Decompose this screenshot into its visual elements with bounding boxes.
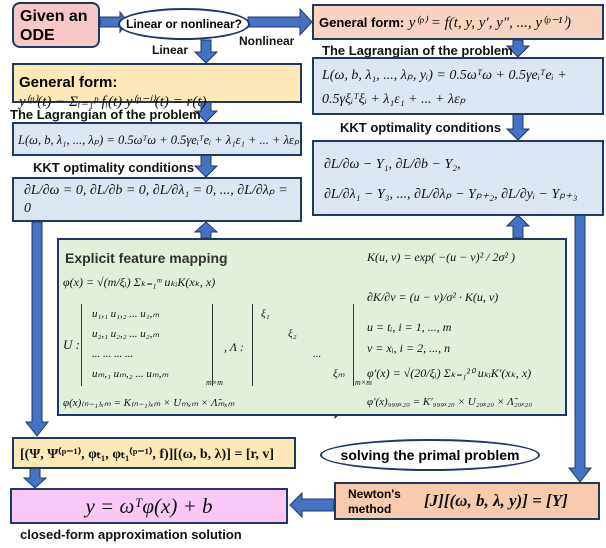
u-row: ... ... ... ...	[92, 348, 134, 360]
phi-matrix-formula: φ(x)₍ₙ₋₁₎ₓₘ = K₍ₙ₋₁₎ₓₘ × Uₘₓₘ × Λ̃ₘₓₘ	[63, 397, 235, 409]
nl-lagrangian-box: L(ω, b, λ₁, ..., λₚ, yᵢ) = 0.5ωᵀω + 0.5γ…	[312, 57, 604, 115]
nl-lagrangian-line1: L(ω, b, λ₁, ..., λₚ, yᵢ) = 0.5ωᵀω + 0.5γ…	[322, 68, 567, 83]
linear-system-formula: [(Ψ, Ψ⁽ᵖ⁻¹⁾, φₜ₁, φₜ₁⁽ᵖ⁻¹⁾, f)][(ω, b, λ…	[20, 447, 275, 462]
arrow-up-feature-right	[505, 214, 531, 239]
nl-general-form-formula: y⁽ᵖ⁾ = f(t, y, y′, y″, ..., y⁽ᵖ⁻¹⁾)	[408, 15, 572, 31]
lambda-label: , Λ :	[224, 340, 244, 354]
linear-kkt-box: ∂L/∂ω = 0, ∂L/∂b = 0, ∂L/∂λ₁ = 0, ..., ∂…	[12, 177, 302, 222]
given-ode-box: Given an ODE	[12, 2, 100, 48]
newton-label: Newton's method	[348, 487, 401, 516]
general-form-formula: y⁽ᵖ⁾(t) − Σᵢ₌₁ᵖ fᵢ(t) y⁽ᵖ⁻ⁱ⁾(t) = r(t)	[19, 94, 207, 110]
lambda-entry: ξ₁	[261, 308, 270, 320]
kernel-derivative: ∂K/∂v = (u − v)/σ² · K(u, v)	[367, 290, 499, 304]
solution-caption: closed-form approximation solution	[20, 527, 242, 542]
arrow-down-linear	[193, 39, 219, 64]
given-ode-label: Given an ODE	[20, 8, 88, 44]
lambda-entry: ...	[313, 348, 322, 360]
v-definition: v = xᵢ, i = 2, ..., n	[367, 341, 451, 355]
nl-kkt-title: KKT optimality conditions	[340, 120, 502, 135]
arrow-down-lagrangian	[193, 101, 219, 123]
kernel-formula: K(u, v) = exp( −(u − v)² / 2σ² )	[367, 250, 516, 264]
arrow-down-right-long	[567, 214, 593, 483]
linear-lagrangian-box: L(ω, b, λ₁, ..., λₚ) = 0.5ωᵀω + 0.5γeᵢᵀe…	[12, 122, 302, 156]
decision-ellipse: Linear or nonlinear?	[118, 8, 250, 40]
lambda-subscript: m×m	[355, 378, 372, 387]
arrow-down-nl-lagrangian	[505, 39, 531, 58]
newton-formula: [J][(ω, b, λ, y)] = [Y]	[424, 491, 568, 510]
nl-lagrangian-title: The Lagrangian of the problem	[322, 43, 513, 58]
u-row: uₘ,₁ uₘ,₂ ... uₘ,ₘ	[92, 368, 169, 380]
linear-kkt-title: KKT optimality conditions	[33, 160, 195, 175]
u-row: u₁,₁ u₁,₂ ... u₁,ₘ	[92, 308, 160, 320]
nl-general-form-label: General form:	[319, 15, 405, 30]
u-matrix: u₁,₁ u₁,₂ ... u₁,ₘ u₂,₁ u₂,₂ ... u₂,ₘ ..…	[81, 304, 213, 386]
feature-mapping-box: Explicit feature mapping φ(x) = √(m/ξᵢ) …	[57, 238, 567, 416]
arrow-left-newton	[289, 491, 335, 519]
linear-system-box: [(Ψ, Ψ⁽ᵖ⁻¹⁾, φₜ₁, φₜ₁⁽ᵖ⁻¹⁾, f)][(ω, b, λ…	[12, 437, 296, 469]
primal-label: solving the primal problem	[340, 447, 520, 463]
phi-prime-matrix: φ′(x)₉₉₉ₓ₂₀ = K′₉₉₉ₓ₂₀ × U₂₀ₓ₂₀ × Λ̃₂₀ₓ₂…	[367, 396, 533, 408]
linear-kkt-formula: ∂L/∂ω = 0, ∂L/∂b = 0, ∂L/∂λ₁ = 0, ..., ∂…	[24, 183, 288, 216]
u-label: U :	[63, 337, 80, 352]
arrow-down-to-solution	[22, 467, 48, 489]
general-form-label: General form:	[19, 74, 118, 91]
phi-formula: φ(x) = √(m/ξᵢ) Σₖ₌₁ᵐ uₖᵢK(xₖ, x)	[63, 275, 216, 289]
u-subscript: m×m	[206, 378, 223, 387]
linear-label: Linear	[152, 43, 189, 57]
nl-kkt-box: ∂L/∂ω − Y₁, ∂L/∂b − Y₂, ∂L/∂λ₁ − Y₃, ...…	[312, 140, 604, 216]
nl-kkt-line2: ∂L/∂λ₁ − Y₃, ..., ∂L/∂λₚ − Yₚ₊₂, ∂L/∂yᵢ …	[324, 187, 578, 202]
nl-lagrangian-line2: 0.5γξᵢᵀξᵢ + λ₁ε₁ + ... + λεₚ	[322, 92, 466, 107]
linear-lagrangian-title: The Lagrangian of the problem	[10, 107, 201, 122]
solution-formula: y = ωᵀφ(x) + b	[85, 494, 213, 518]
arrow-right-nonlinear	[247, 7, 313, 37]
newton-box: Newton's method [J][(ω, b, λ, y)] = [Y]	[334, 482, 600, 520]
arrow-up-feature-left	[193, 221, 219, 239]
linear-general-form-box: General form: y⁽ᵖ⁾(t) − Σᵢ₌₁ᵖ fᵢ(t) y⁽ᵖ⁻…	[12, 63, 302, 110]
arrow-down-nl-kkt	[505, 113, 531, 141]
u-definition: u = tᵢ, i = 1, ..., m	[367, 320, 452, 334]
nonlinear-label: Nonlinear	[239, 34, 295, 48]
nonlinear-general-form-box: General form: y⁽ᵖ⁾ = f(t, y, y′, y″, ...…	[312, 4, 604, 40]
arrow-down-kkt	[193, 154, 219, 178]
nl-kkt-line1: ∂L/∂ω − Y₁, ∂L/∂b − Y₂,	[324, 157, 461, 172]
decision-label: Linear or nonlinear?	[125, 17, 242, 31]
feature-title: Explicit feature mapping	[65, 250, 228, 266]
phi-prime-formula: φ′(x) = √(20/ξᵢ) Σₖ₌₁²⁰ uₖᵢK′(xₖ, x)	[367, 366, 532, 380]
primal-ellipse: solving the primal problem	[320, 439, 540, 471]
u-row: u₂,₁ u₂,₂ ... u₂,ₘ	[92, 328, 160, 340]
solution-box: y = ωᵀφ(x) + b	[10, 488, 288, 524]
lambda-entry: ξₘ	[333, 368, 345, 380]
lambda-matrix: ξ₁ ξ₂ ... ξₘ	[252, 304, 354, 386]
linear-lagrangian-formula: L(ω, b, λ₁, ..., λₚ) = 0.5ωᵀω + 0.5γeᵢᵀe…	[18, 133, 300, 147]
lambda-entry: ξ₂	[288, 328, 297, 340]
arrow-down-left-long	[24, 221, 50, 437]
